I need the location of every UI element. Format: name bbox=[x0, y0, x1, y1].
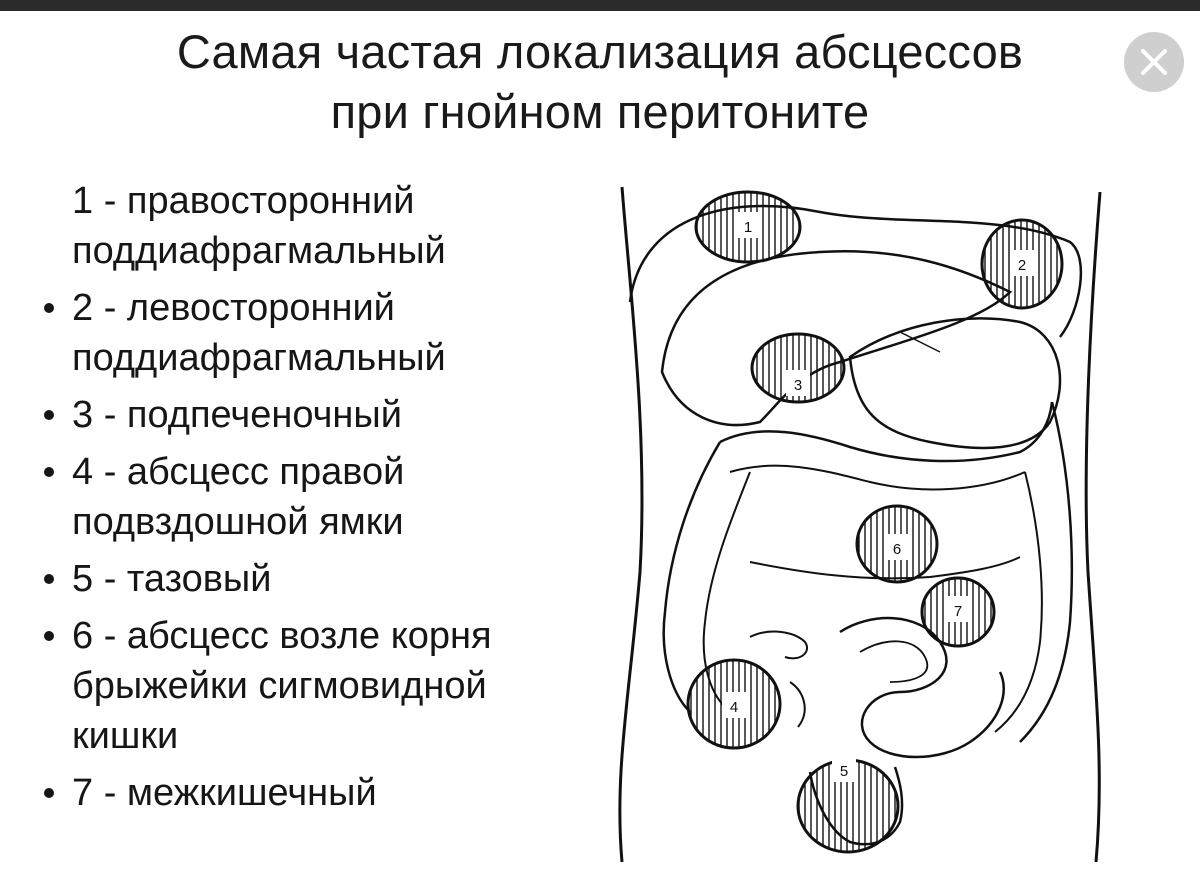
legend-item-7: 7 - межкишечный bbox=[30, 768, 620, 818]
legend-item-6: 6 - абсцесс возле корня брыжейки сигмови… bbox=[30, 611, 620, 761]
legend-item-2: 2 - левосторонний поддиафрагмальный bbox=[30, 283, 620, 383]
legend-item-text: 4 - абсцесс правой подвздошной ямки bbox=[72, 451, 405, 543]
abscess-marker-1: 1 bbox=[694, 190, 802, 264]
legend-item-5: 5 - тазовый bbox=[30, 554, 620, 604]
marker-label-7: 7 bbox=[954, 603, 962, 620]
abscess-marker-3: 3 bbox=[750, 332, 846, 404]
transverse-colon bbox=[719, 401, 1054, 463]
marker-label-4: 4 bbox=[730, 699, 738, 716]
title-line-2: при гнойном перитоните bbox=[330, 85, 870, 138]
bullet-icon bbox=[44, 788, 54, 798]
appendix bbox=[749, 630, 808, 660]
marker-label-2: 2 bbox=[1018, 257, 1026, 274]
page-title: Самая частая локализация абсцессов при г… bbox=[0, 22, 1200, 142]
abscess-marker-7: 7 bbox=[920, 576, 996, 648]
abscess-marker-5: 5 bbox=[796, 756, 900, 854]
bullet-icon bbox=[44, 467, 54, 477]
legend-item-text: 6 - абсцесс возле корня брыжейки сигмови… bbox=[72, 615, 492, 757]
ascending-colon bbox=[662, 441, 722, 713]
abscess-marker-4: 4 bbox=[686, 658, 782, 750]
marker-label-3: 3 bbox=[794, 377, 802, 394]
top-strip bbox=[0, 0, 1200, 11]
title-line-1: Самая частая локализация абсцессов bbox=[176, 25, 1024, 78]
legend-item-text: 1 - правосторонний поддиафрагмальный bbox=[72, 180, 446, 272]
descending-colon bbox=[1019, 401, 1074, 743]
legend-item-4: 4 - абсцесс правой подвздошной ямки bbox=[30, 447, 620, 547]
legend-list: 1 - правосторонний поддиафрагмальный 2 -… bbox=[30, 176, 620, 818]
abdomen-diagram: 1 2 3 4 5 6 7 bbox=[618, 186, 1102, 863]
close-button[interactable] bbox=[1124, 32, 1184, 92]
abscess-marker-6: 6 bbox=[855, 504, 939, 584]
torso-outline-left bbox=[618, 186, 644, 863]
legend-item-1: 1 - правосторонний поддиафрагмальный bbox=[30, 176, 620, 276]
bullet-icon bbox=[44, 574, 54, 584]
marker-label-1: 1 bbox=[744, 219, 752, 236]
legend-item-text: 3 - подпеченочный bbox=[72, 394, 402, 436]
close-icon bbox=[1141, 49, 1167, 75]
torso-outline-right bbox=[1084, 191, 1102, 863]
stomach bbox=[848, 317, 1062, 450]
bullet-icon bbox=[44, 303, 54, 313]
diaphragm bbox=[628, 204, 1083, 338]
bullet-icon bbox=[44, 410, 54, 420]
marker-label-6: 6 bbox=[893, 541, 901, 558]
legend-item-text: 5 - тазовый bbox=[72, 558, 272, 600]
abscess-marker-2: 2 bbox=[980, 218, 1064, 310]
bullet-icon bbox=[44, 631, 54, 641]
legend-item-3: 3 - подпеченочный bbox=[30, 390, 620, 440]
liver bbox=[660, 250, 1013, 427]
marker-label-5: 5 bbox=[840, 763, 848, 780]
legend-item-text: 2 - левосторонний поддиафрагмальный bbox=[72, 287, 446, 379]
legend-item-text: 7 - межкишечный bbox=[72, 772, 377, 814]
